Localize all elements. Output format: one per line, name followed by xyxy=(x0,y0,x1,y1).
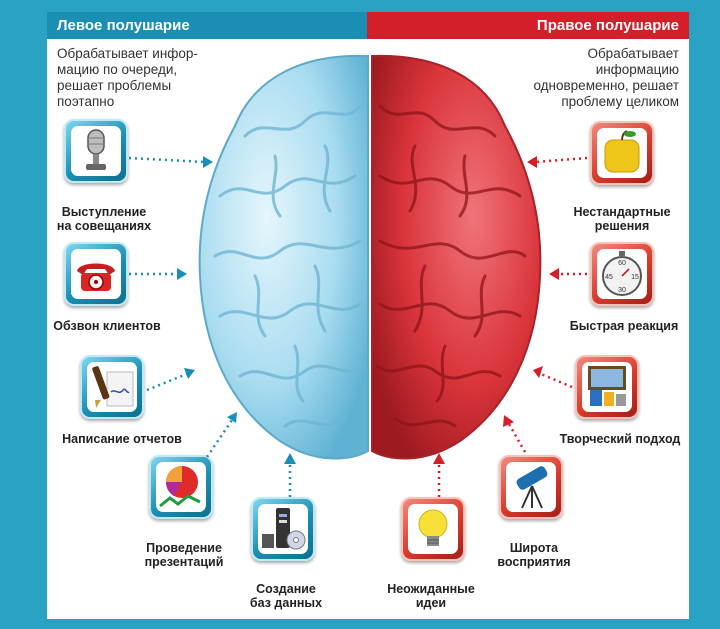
right-description-line: одновременно, решает xyxy=(533,78,679,93)
stopwatch-icon: 60 15 45 30 xyxy=(602,251,642,296)
label-line: презентаций xyxy=(144,555,224,569)
right-tile-creative xyxy=(575,355,639,419)
right-arrowheads xyxy=(433,156,559,464)
label-line: решения xyxy=(594,219,650,233)
label-line: Выступление xyxy=(61,205,147,219)
left-item-label: Создание баз данных xyxy=(241,582,331,610)
left-arrowheads xyxy=(177,156,296,464)
stopwatch-number: 60 xyxy=(618,260,626,267)
right-hemisphere-description: Обрабатывает информацию одновременно, ре… xyxy=(489,46,679,110)
right-arrows xyxy=(437,156,588,497)
brain-illustration xyxy=(198,54,542,460)
label-line: Обзвон клиентов xyxy=(53,319,161,333)
right-description-line: Обрабатывает xyxy=(587,46,679,61)
right-description-line: проблему целиком xyxy=(561,94,679,109)
pen-document-icon xyxy=(92,366,134,408)
label-line: Быстрая реакция xyxy=(569,319,679,333)
left-description-line: мацию по очереди, xyxy=(57,62,178,77)
stopwatch-number: 15 xyxy=(631,274,639,281)
left-tile-writing xyxy=(80,355,144,419)
label-line: Неожиданные xyxy=(387,582,475,596)
microphone-icon xyxy=(86,129,106,170)
left-description-line: Обрабатывает инфор- xyxy=(57,46,198,61)
label-line: Проведение xyxy=(146,541,222,555)
infographic-panel: Левое полушарие Правое полушарие Обрабат… xyxy=(47,12,689,619)
label-line: Написание отчетов xyxy=(62,432,182,446)
right-item-label: Творческий подход xyxy=(555,432,685,446)
left-tile-database xyxy=(251,497,315,561)
label-line: восприятия xyxy=(497,555,571,569)
computer-disk-icon xyxy=(262,508,306,550)
paint-cans-icon xyxy=(588,366,626,406)
label-line: Широта xyxy=(509,541,559,555)
right-tile-reaction: 60 15 45 30 xyxy=(590,242,654,306)
right-item-label: Неожиданные идеи xyxy=(381,582,481,610)
left-tile-speaking xyxy=(64,119,128,183)
connector-arrows xyxy=(128,156,588,497)
left-description-line: поэтапно xyxy=(57,94,115,109)
label-line: на совещаниях xyxy=(56,219,152,233)
label-line: Творческий подход xyxy=(559,432,681,446)
left-description-line: решает проблемы xyxy=(57,78,172,93)
right-item-label: Нестандартные решения xyxy=(567,205,677,233)
label-line: Нестандартные xyxy=(573,205,671,219)
left-hemisphere-header: Левое полушарие xyxy=(47,12,367,39)
right-hemisphere-shape xyxy=(371,54,542,460)
square-apple-icon xyxy=(604,130,640,173)
pie-chart-icon xyxy=(159,466,201,508)
right-tile-ideas xyxy=(401,497,465,561)
right-hemisphere-title: Правое полушарие xyxy=(536,17,679,34)
left-item-label: Выступление на совещаниях xyxy=(49,205,159,233)
stopwatch-number: 30 xyxy=(618,287,626,294)
left-item-label: Написание отчетов xyxy=(57,432,187,446)
right-item-label: Быстрая реакция xyxy=(569,319,679,333)
left-item-label: Обзвон клиентов xyxy=(47,319,167,333)
right-hemisphere-header: Правое полушарие xyxy=(367,12,689,39)
light-bulb-icon xyxy=(418,509,448,546)
label-line: Создание xyxy=(256,582,316,596)
label-line: идеи xyxy=(415,596,447,610)
telescope-icon xyxy=(516,466,548,509)
left-tile-presentation xyxy=(149,455,213,519)
right-item-label: Широта восприятия xyxy=(494,541,574,569)
left-hemisphere-description: Обрабатывает инфор- мацию по очереди, ре… xyxy=(57,46,237,110)
label-line: баз данных xyxy=(249,596,323,610)
stopwatch-number: 45 xyxy=(605,274,613,281)
left-item-label: Проведение презентаций xyxy=(134,541,234,569)
left-tile-phone xyxy=(64,242,128,306)
left-hemisphere-shape xyxy=(198,54,369,460)
right-tile-perception xyxy=(499,455,563,519)
right-tile-solutions xyxy=(590,121,654,185)
left-arrows xyxy=(128,156,292,497)
telephone-icon xyxy=(77,263,115,291)
left-hemisphere-title: Левое полушарие xyxy=(57,17,190,34)
right-description-line: информацию xyxy=(595,62,679,77)
